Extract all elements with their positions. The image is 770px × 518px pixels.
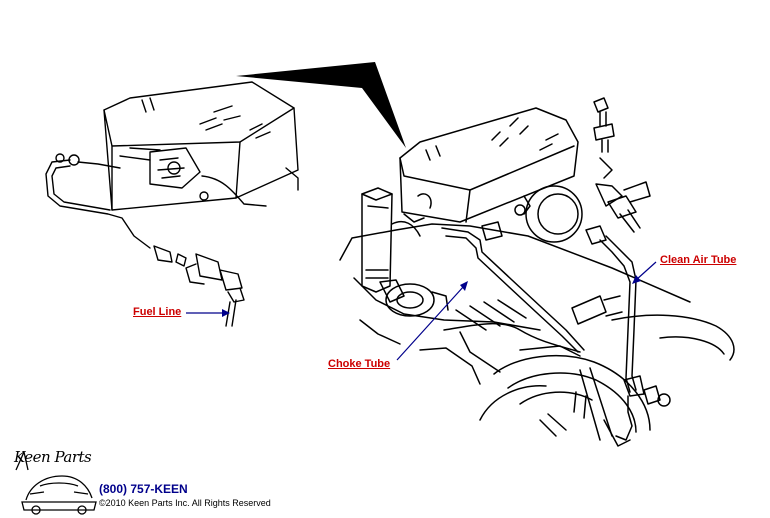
clean-air-tube-label[interactable]: Clean Air Tube [660,254,737,266]
clean-air-tube-leader [632,261,657,284]
right-engine-view [339,97,735,447]
fuel-line-label[interactable]: Fuel Line [133,306,182,318]
left-engine-view [45,81,299,327]
car-logo-icon [15,451,97,515]
zoom-arrow-icon [236,62,406,148]
brand-logo-text: Keen Parts [14,448,92,466]
choke-tube-label[interactable]: Choke Tube [328,358,391,370]
fuel-line-leader [186,309,230,317]
copyright-text: ©2010 Keen Parts Inc. All Rights Reserve… [99,498,271,508]
phone-number[interactable]: (800) 757-KEEN [99,482,188,496]
choke-tube-leader [396,281,468,361]
